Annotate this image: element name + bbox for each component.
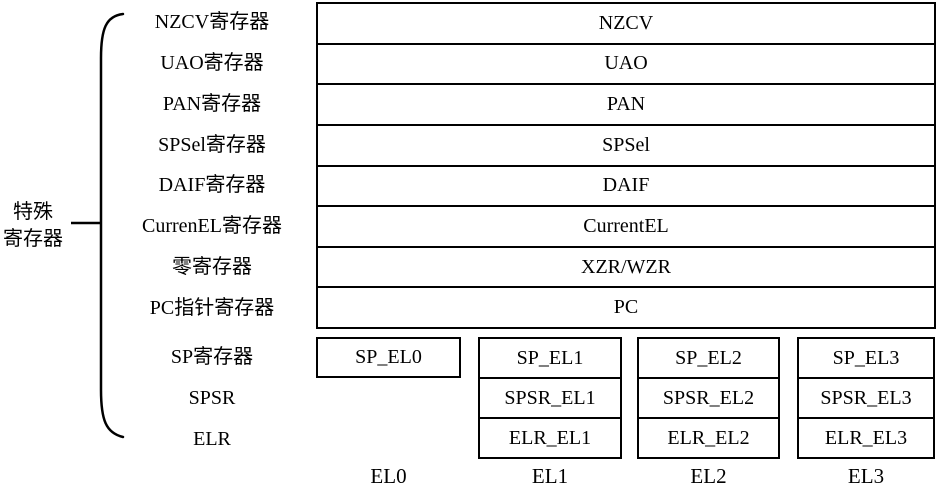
register-box-sp-el3: SP_EL3 <box>799 339 933 379</box>
register-box-spsel: SPSel <box>318 126 934 167</box>
register-box-daif: DAIF <box>318 167 934 208</box>
group-label-line1: 特殊 <box>13 201 53 223</box>
brace-curve <box>99 12 125 439</box>
register-box-currentel: CurrentEL <box>318 207 934 248</box>
el0-footer-label: EL0 <box>370 464 407 488</box>
left-label-pan: PAN寄存器 <box>162 93 262 115</box>
register-box-pc: PC <box>613 296 639 319</box>
el1-footer-label: EL1 <box>531 464 569 488</box>
el3-footer-label: EL3 <box>847 464 885 488</box>
left-label-daif: DAIF寄存器 <box>158 174 266 196</box>
el0-column: SP_EL0 <box>316 337 461 378</box>
register-box-sp-el1: SP_EL1 <box>480 339 620 379</box>
group-brace <box>71 12 125 439</box>
register-box-sp-el2: SP_EL2 <box>639 339 778 379</box>
el1-column: SP_EL1 SPSR_EL1 ELR_EL1 <box>478 337 622 459</box>
left-label-nzcv: NZCV寄存器 <box>154 11 270 33</box>
group-label: 特殊 寄存器 <box>1 199 65 253</box>
left-label-zero: 零寄存器 <box>172 256 252 278</box>
register-box-sp-el0: SP_EL0 <box>355 346 422 368</box>
el3-column: SP_EL3 SPSR_EL3 ELR_EL3 <box>797 337 935 459</box>
register-box-elr-el1: ELR_EL1 <box>508 426 592 449</box>
left-label-elr: ELR <box>193 428 231 450</box>
el2-footer-label: EL2 <box>690 464 727 488</box>
register-box-elr-el2: ELR_EL2 <box>667 426 750 449</box>
register-box-nzcv: NZCV <box>318 4 934 45</box>
register-box-spsr-el2: SPSR_EL2 <box>639 379 778 419</box>
register-box-spsr-el3: SPSR_EL3 <box>799 379 933 419</box>
left-label-uao: UAO寄存器 <box>160 52 264 74</box>
left-label-sp: SP寄存器 <box>170 346 254 368</box>
el2-column: SP_EL2 SPSR_EL2 ELR_EL2 <box>637 337 780 459</box>
left-label-pc: PC指针寄存器 <box>149 297 275 319</box>
register-box-uao: UAO <box>318 45 934 86</box>
full-width-register-stack: NZCV UAO PAN SPSel DAIF CurrentEL XZR/WZ… <box>316 2 936 329</box>
left-label-spsel: SPSel寄存器 <box>158 134 266 156</box>
left-label-currentel: CurrenEL寄存器 <box>142 215 282 237</box>
left-label-spsr: SPSR <box>188 387 236 409</box>
register-box-pan: PAN <box>318 85 934 126</box>
group-label-line2: 寄存器 <box>3 228 63 250</box>
register-box-elr-el3: ELR_EL3 <box>824 426 908 449</box>
register-box-xzr-wzr: XZR/WZR <box>318 248 934 289</box>
register-box-spsr-el1: SPSR_EL1 <box>480 379 620 419</box>
